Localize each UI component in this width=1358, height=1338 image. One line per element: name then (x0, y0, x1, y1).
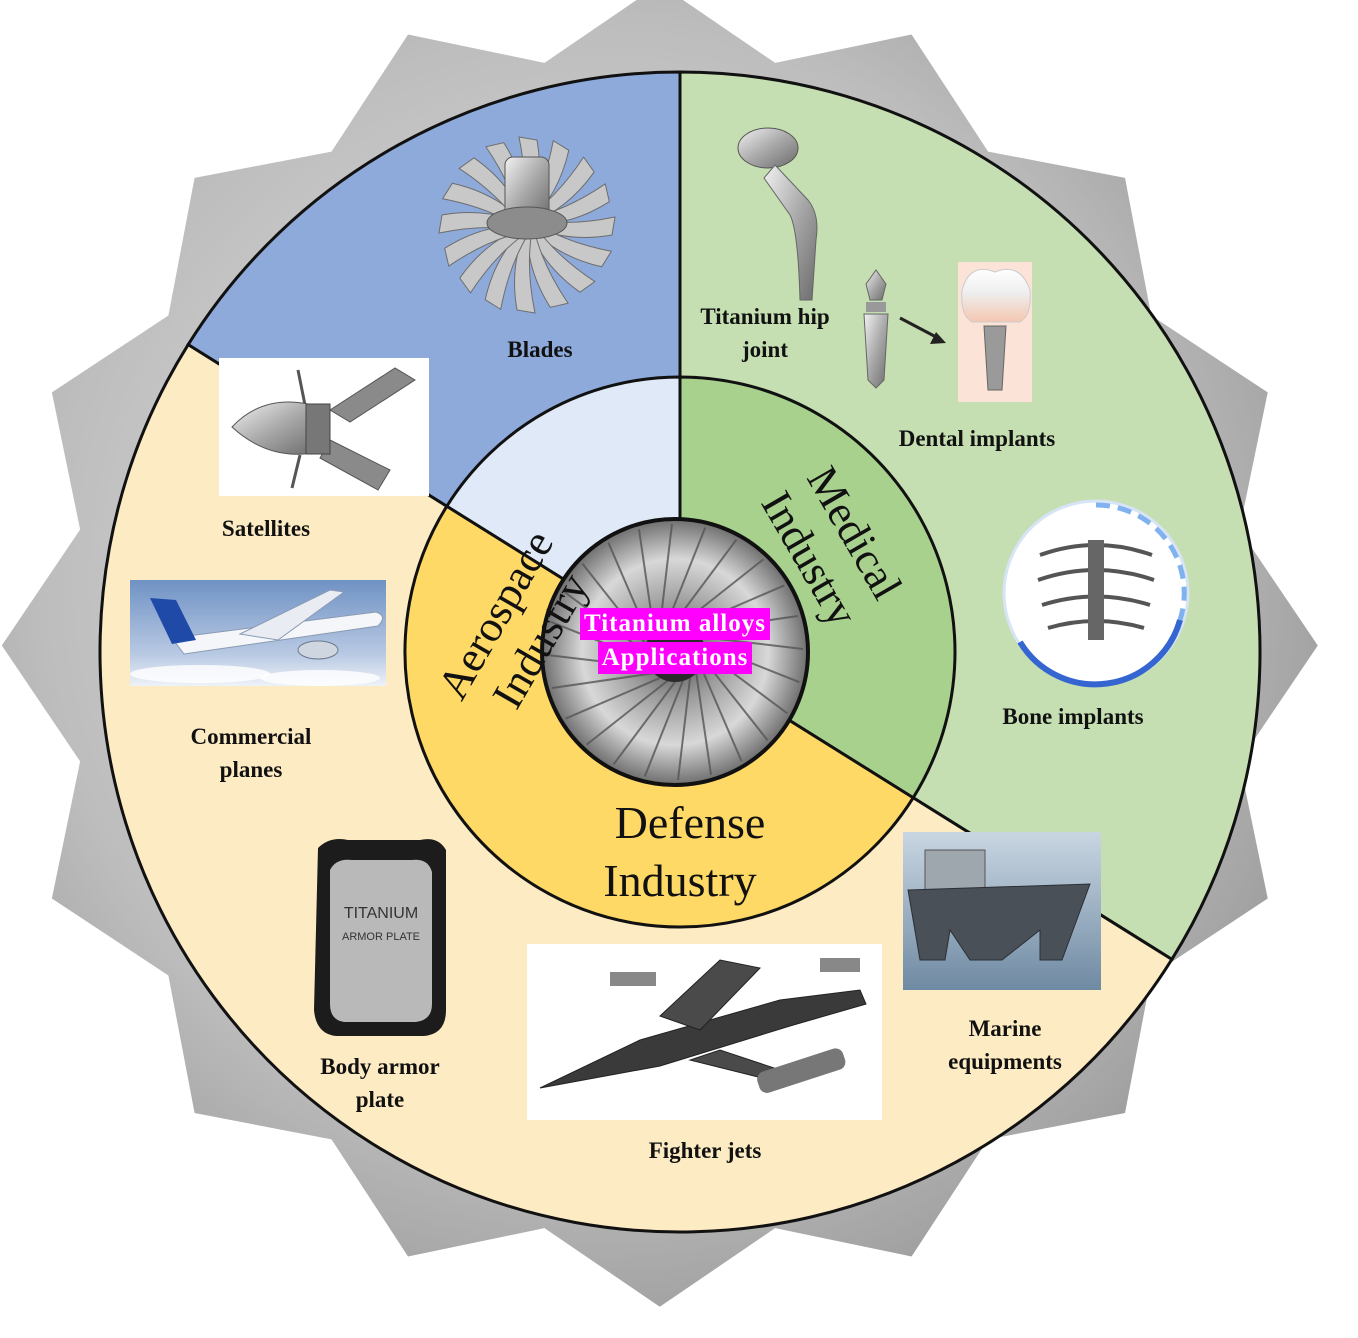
core-blade-line (677, 677, 691, 781)
airplane-icon (130, 580, 386, 686)
core-blade-line (612, 681, 676, 765)
hip-joint-label: Titanium hip joint (700, 304, 830, 363)
svg-text:TITANIUM: TITANIUM (344, 905, 418, 922)
ship-icon (903, 832, 1101, 990)
turbine-blades-icon (438, 136, 616, 314)
core-blade-line (643, 680, 684, 777)
body-armor-plate-label: Body armor plate (320, 1054, 440, 1113)
core-blade-line (552, 672, 654, 690)
satellite-icon (219, 358, 429, 496)
center-title-line1: Titanium alloys (580, 608, 770, 640)
arrow-icon (899, 316, 946, 344)
core-blade-line (666, 527, 707, 624)
core-blade-line (695, 673, 713, 775)
hip-joint-icon (737, 127, 818, 301)
blades-label: Blades (507, 337, 573, 362)
center-title-line2: Applications (597, 642, 753, 674)
core-blade-line (586, 680, 668, 746)
satellites-label: Satellites (221, 516, 311, 541)
fighter-jets-label: Fighter jets (648, 1138, 762, 1163)
dental-implant-icon (863, 269, 889, 389)
center-title: Titanium alloys Applications (540, 607, 810, 675)
commercial-planes-label: Commercial planes (190, 724, 312, 783)
svg-text:ARMOR PLATE: ARMOR PLATE (342, 931, 420, 943)
tooth-icon (958, 262, 1032, 402)
dental-implants-label: Dental implants (898, 426, 1056, 451)
armor-plate-icon: TITANIUM ARMOR PLATE (314, 839, 446, 1036)
core-blade-line (700, 666, 743, 762)
fighter-jet-icon (527, 944, 882, 1120)
bone-implants-label: Bone implants (1002, 704, 1144, 729)
marine-equipments-label: Marine equipments (948, 1016, 1062, 1075)
ribcage-icon (1002, 499, 1190, 688)
core-blade-line (565, 677, 661, 720)
